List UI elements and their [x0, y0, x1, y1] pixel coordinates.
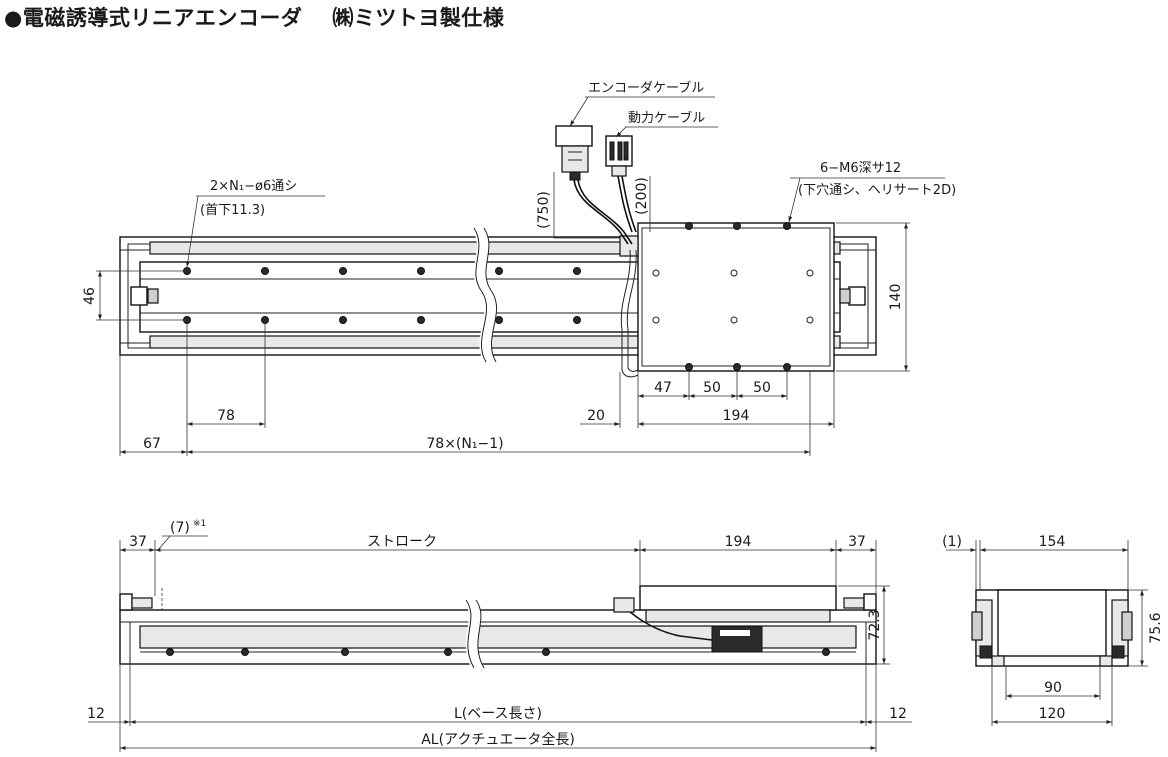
label-holes-spec: 2×N₁−ø6通シ	[210, 179, 297, 194]
dim-stroke: ストローク	[367, 534, 437, 550]
dim-47: 47	[654, 380, 672, 396]
dim-12-right: 12	[889, 706, 907, 722]
top-view: エンコーダケーブル 動力ケーブル 2×N₁−ø6通シ (首下11.3) 6−M6…	[82, 80, 956, 456]
label-taps-spec: 6−M6深サ12	[820, 161, 901, 176]
side-view: 37 (7) ※1 ストローク 194 37 72.3 12 L(ベース長さ) …	[87, 519, 912, 752]
dim-72-3: 72.3	[867, 609, 883, 640]
dim-37-right: 37	[848, 534, 866, 550]
dim-cable-200: (200)	[634, 177, 650, 215]
power-connector	[605, 135, 633, 177]
end-view: (1) 154 75.6 90 120	[942, 534, 1164, 726]
dim-140: 140	[888, 284, 904, 311]
dim-cable-750: (750)	[536, 191, 552, 229]
title-maker: ㈱ミツトヨ製仕様	[332, 6, 505, 30]
note-mark: ※1	[193, 519, 206, 529]
dim-90: 90	[1044, 680, 1062, 696]
label-holes-sub: (首下11.3)	[200, 203, 265, 218]
dim-78: 78	[217, 408, 235, 424]
label-encoder-cable: エンコーダケーブル	[588, 80, 704, 96]
dim-194-side: 194	[725, 534, 752, 550]
title-main: ●電磁誘導式リニアエンコーダ	[4, 6, 303, 30]
dim-pitch: 78×(N₁−1)	[426, 436, 503, 452]
top-slider	[619, 222, 835, 372]
dim-12-left: 12	[87, 706, 105, 722]
dim-base-length: L(ベース長さ)	[454, 706, 542, 722]
dim-194-top: 194	[723, 408, 750, 424]
dim-50a: 50	[703, 380, 721, 396]
label-power-cable: 動力ケーブル	[628, 110, 705, 126]
dim-154: 154	[1039, 534, 1066, 550]
dim-20: 20	[587, 408, 605, 424]
encoder-connector	[555, 125, 593, 181]
drawing-title: ●電磁誘導式リニアエンコーダ ㈱ミツトヨ製仕様	[4, 2, 504, 32]
dim-120: 120	[1039, 706, 1066, 722]
top-holes	[183, 267, 581, 324]
dim-75-6: 75.6	[1148, 612, 1164, 643]
label-taps-sub: (下穴通シ、ヘリサート2D)	[798, 183, 956, 198]
dim-1: (1)	[942, 534, 962, 550]
dim-67: 67	[143, 436, 161, 452]
dim-overall-length: AL(アクチュエータ全長)	[421, 731, 575, 748]
dim-37-left: 37	[129, 534, 147, 550]
dim-46: 46	[82, 287, 98, 305]
dim-7: (7)	[170, 520, 190, 536]
dim-50b: 50	[753, 380, 771, 396]
